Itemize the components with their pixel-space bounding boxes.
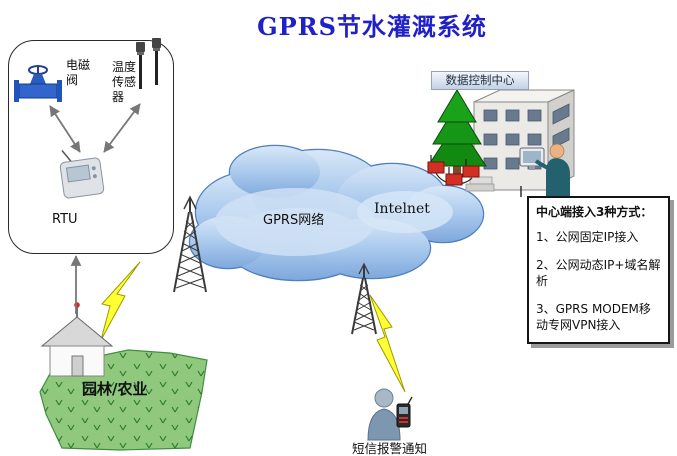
datacenter-label: 数据控制中心 [431,71,529,90]
operator-icon [519,143,570,196]
farm-field [39,349,208,451]
access-method-item-3: 3、GPRS MODEM移动专网VPN接入 [536,302,651,332]
modem-devices-icon [427,155,480,186]
rtu-label: RTU [52,212,78,227]
access-methods-title: 中心端接入3种方式： [536,205,653,219]
radio-tower-left-icon [173,195,207,293]
farm-label: 园林/农业 [82,380,148,398]
sms-alert-label: 短信报警通知 [352,441,428,456]
field-equipment-box [8,40,174,254]
tree-icon [427,89,487,176]
data-center-building [465,89,575,197]
sms-person-icon [367,388,413,441]
gprs-network-label: GPRS网络 [263,213,325,228]
valve-label: 电磁阀 [66,58,91,87]
access-method-item-2: 2、公网动态IP+域名解析 [536,258,661,288]
sensor-label: 温度传感器 [112,60,137,104]
access-method-item-1: 1、公网固定IP接入 [536,229,639,244]
lightning-bolt-left-icon [100,261,141,341]
radio-tower-right-icon [351,262,377,335]
access-methods-panel: 中心端接入3种方式： 1、公网固定IP接入 2、公网动态IP+域名解析 3、GP… [527,196,670,344]
farmhouse-icon [40,302,114,377]
lightning-bolt-right-icon [369,294,406,393]
page-title: GPRS节水灌溉系统 [257,12,487,41]
gprs-cloud [188,144,485,282]
internet-label: Intelnet [374,201,430,217]
